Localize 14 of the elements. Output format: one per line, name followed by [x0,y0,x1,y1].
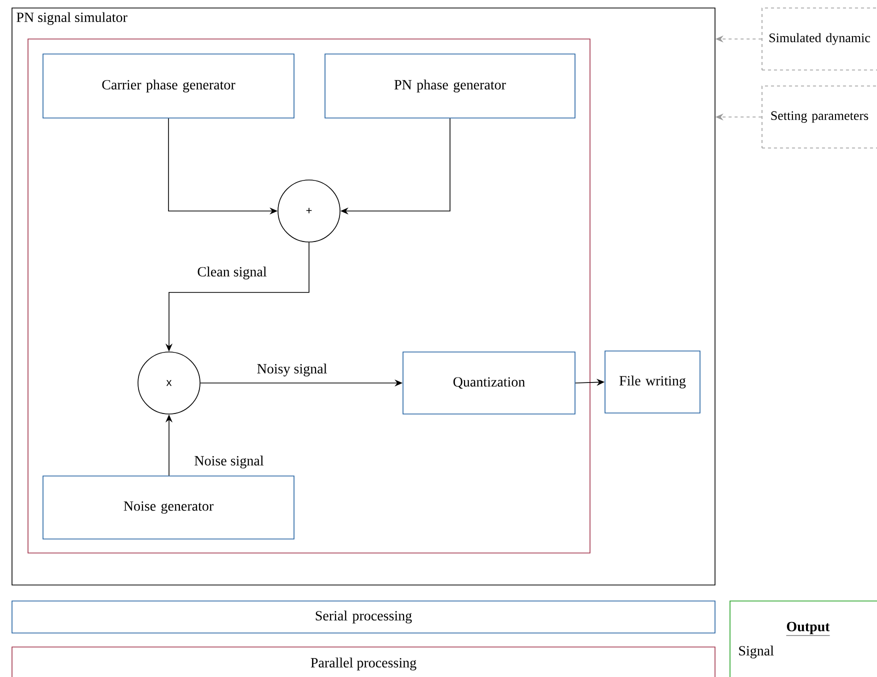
input-box: Simulated dynamic [762,8,877,70]
legend-box: Serial processing [12,600,716,634]
process-box: PN phase generator [324,54,576,118]
edge-label: Clean signal [196,266,268,280]
edge-label: Noisy signal [256,362,328,378]
process-box: Carrier phase generator [42,54,294,118]
input-box: Setting parameters [762,86,877,148]
edge-label: Noise signal [193,454,265,470]
process-box: Noise generator [42,476,294,540]
process-box: File writing [604,350,700,414]
parallel-region [28,38,590,554]
process-box: Quantization [402,352,576,414]
legend-box: Output Signal [730,600,877,677]
legend-box: Parallel processing [12,646,716,677]
